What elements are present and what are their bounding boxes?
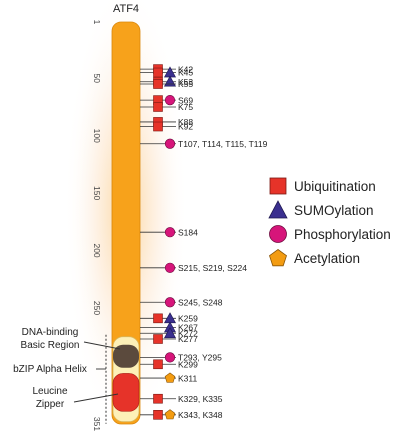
axis-tick-label: 1 xyxy=(92,20,102,25)
legend: Ubiquitination SUMOylation Phosphorylati… xyxy=(268,174,408,270)
legend-item-ubiquitination: Ubiquitination xyxy=(268,174,408,198)
domain-label-basic-region: Basic Region xyxy=(21,340,80,351)
legend-item-phosphorylation: Phosphorylation xyxy=(268,222,408,246)
site-label: K45 xyxy=(178,68,193,78)
site-label: K259 xyxy=(178,314,198,324)
domain-label-bzip: bZIP Alpha Helix xyxy=(13,364,87,375)
axis-tick-label: 150 xyxy=(92,186,102,200)
acetylation-marker xyxy=(164,409,176,420)
site-label: S245, S248 xyxy=(178,297,223,307)
site-label: K329, K335 xyxy=(178,394,223,404)
protein-title: ATF4 xyxy=(113,3,139,15)
site-label: T293, Y295 xyxy=(178,353,222,363)
site-label: S69 xyxy=(178,95,193,105)
magenta-circle-icon xyxy=(269,225,287,243)
site-label: K55 xyxy=(178,79,193,89)
site-label: K88 xyxy=(178,117,193,127)
site-label: K343, K348 xyxy=(178,410,223,420)
axis-tick-label: 100 xyxy=(92,129,102,143)
leucine-zipper-region xyxy=(112,373,140,412)
legend-label: Acetylation xyxy=(294,250,361,266)
legend-item-sumoylation: SUMOylation xyxy=(268,198,408,222)
site-label: K53 xyxy=(178,77,193,87)
site-label: K277 xyxy=(178,334,198,344)
site-label: K311 xyxy=(178,373,197,383)
dna-binding-region xyxy=(113,344,139,368)
red-square-icon xyxy=(269,177,287,195)
sumoylation-marker xyxy=(163,327,177,339)
domain-label-leucine: Leucine xyxy=(32,386,67,397)
site-label: K92 xyxy=(178,122,193,132)
ubiquitination-marker xyxy=(153,334,163,344)
legend-label: SUMOylation xyxy=(294,202,374,218)
site-label: T107, T114, T115, T119 xyxy=(178,139,268,149)
blue-triangle-icon xyxy=(268,200,288,219)
site-label: S184 xyxy=(178,227,198,237)
ubiquitination-marker xyxy=(153,313,163,324)
phosphorylation-marker xyxy=(164,95,176,106)
ubiquitination-marker xyxy=(153,359,163,370)
site-label: K42 xyxy=(178,64,193,74)
phosphorylation-marker xyxy=(164,138,176,149)
site-label: K299 xyxy=(178,359,198,369)
axis-tick-label: 50 xyxy=(92,74,102,84)
dna-binding-pointer xyxy=(83,341,121,350)
legend-label: Ubiquitination xyxy=(294,178,376,194)
phosphorylation-marker xyxy=(164,227,176,238)
leucine-pointer xyxy=(73,393,119,403)
axis-tick-label: 250 xyxy=(92,301,102,315)
phosphorylation-marker xyxy=(164,297,176,308)
domain-label-zipper: Zipper xyxy=(36,399,65,410)
protein-bar xyxy=(111,21,141,425)
phosphorylation-marker xyxy=(164,262,176,273)
ubiquitination-marker xyxy=(153,102,163,112)
axis-tick-label: 351 xyxy=(92,417,102,431)
ubiquitination-marker xyxy=(153,79,163,89)
orange-pentagon-icon xyxy=(269,249,287,267)
site-label: S215, S219, S224 xyxy=(178,263,247,273)
site-label: K75 xyxy=(178,102,193,112)
ubiquitination-marker xyxy=(153,121,163,132)
axis-tick-label: 200 xyxy=(92,243,102,257)
phosphorylation-marker xyxy=(164,352,176,363)
domain-label-dna-binding: DNA-binding xyxy=(22,327,79,338)
site-label: K272 xyxy=(178,328,198,338)
ubiquitination-marker xyxy=(153,67,163,78)
ubiquitination-marker xyxy=(153,410,163,420)
legend-label: Phosphorylation xyxy=(294,226,391,242)
legend-item-acetylation: Acetylation xyxy=(268,246,408,270)
acetylation-marker xyxy=(164,372,176,383)
site-label: K267 xyxy=(178,323,198,333)
ubiquitination-marker xyxy=(153,393,163,404)
